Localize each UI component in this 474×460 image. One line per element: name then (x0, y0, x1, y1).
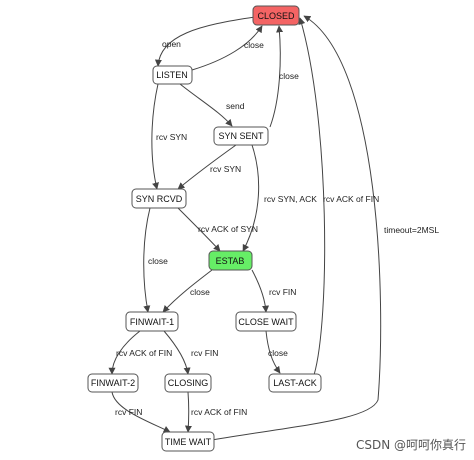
edge-rcv-fin-fw1 (163, 330, 191, 375)
edge-close-closewait (265, 330, 281, 374)
node-label-estab: ESTAB (216, 256, 245, 266)
node-finwait1: FINWAIT-1 (125, 311, 179, 332)
node-finwait2: FINWAIT-2 (87, 373, 139, 393)
edge-label-close-closewait: close (268, 348, 288, 358)
edge-rcv-ack-of-fin-lastack (298, 17, 326, 376)
node-label-listen: LISTEN (156, 70, 188, 80)
edge-label-rcv-syn-synsent: rcv SYN (210, 164, 241, 174)
node-listen: LISTEN (152, 65, 193, 85)
edge-rcv-ack-of-fin-closing (184, 391, 192, 433)
edge-label-rcv-ack-of-fin-lastack: rcv ACK of FIN (323, 194, 379, 204)
node-label-finwait1: FINWAIT-1 (130, 317, 174, 327)
edge-label-rcv-ack-of-syn: rcv ACK of SYN (198, 224, 258, 234)
watermark-text: CSDN @呵呵你真行 (356, 438, 466, 452)
node-label-finwait2: FINWAIT-2 (91, 378, 135, 388)
edge-label-rcv-ack-of-fin-closing: rcv ACK of FIN (191, 407, 247, 417)
edge-send (179, 83, 233, 127)
node-close-wait: CLOSE WAIT (235, 311, 297, 332)
node-closed: CLOSED (252, 5, 300, 26)
edge-label-rcv-syn-listen: rcv SYN (156, 132, 187, 142)
edge-label-timeout: timeout=2MSL (384, 225, 439, 235)
edge-label-open: open (162, 39, 181, 49)
node-label-closing: CLOSING (168, 378, 209, 388)
node-time-wait: TIME WAIT (161, 431, 215, 452)
node-estab: ESTAB (208, 250, 253, 271)
edge-label-rcv-fin-fw2: rcv FIN (115, 407, 142, 417)
edge-close-synrcvd (143, 207, 151, 313)
node-syn-rcvd: SYN RCVD (131, 188, 187, 209)
edge-rcv-syn-ack (242, 144, 260, 252)
node-label-last-ack: LAST-ACK (273, 378, 317, 388)
edge-close-estab (162, 269, 213, 313)
edge-open (154, 16, 256, 67)
edge-label-rcv-fin-estab: rcv FIN (269, 287, 296, 297)
edge-rcv-ack-of-syn (177, 207, 221, 252)
edge-rcv-fin-fw2 (111, 391, 171, 433)
node-label-closed: CLOSED (257, 11, 295, 21)
edge-timeout (211, 15, 382, 441)
edge-label-close-estab: close (190, 287, 210, 297)
edge-label-close-listen: close (244, 40, 264, 50)
edge-label-rcv-ack-of-fin-fw1: rcv ACK of FIN (116, 348, 172, 358)
edge-rcv-syn-synsent (177, 144, 237, 190)
edge-label-rcv-fin-fw1: rcv FIN (191, 348, 218, 358)
node-closing: CLOSING (164, 373, 212, 393)
edge-label-close-synrcvd: close (148, 256, 168, 266)
node-label-syn-sent: SYN SENT (218, 131, 264, 141)
node-label-close-wait: CLOSE WAIT (238, 317, 294, 327)
node-label-syn-rcvd: SYN RCVD (136, 194, 183, 204)
node-label-time-wait: TIME WAIT (165, 437, 212, 447)
edge-label-rcv-syn-ack: rcv SYN, ACK (264, 194, 317, 204)
edge-label-close-synsent: close (279, 71, 299, 81)
node-syn-sent: SYN SENT (213, 126, 269, 146)
edge-rcv-ack-of-fin-fw1 (108, 330, 141, 375)
edge-rcv-syn-listen (151, 83, 159, 190)
edge-close-listen (191, 25, 263, 71)
edge-close-synsent (269, 25, 284, 128)
node-last-ack: LAST-ACK (268, 373, 322, 393)
edge-rcv-fin-estab (251, 269, 270, 313)
edge-label-send: send (226, 101, 245, 111)
